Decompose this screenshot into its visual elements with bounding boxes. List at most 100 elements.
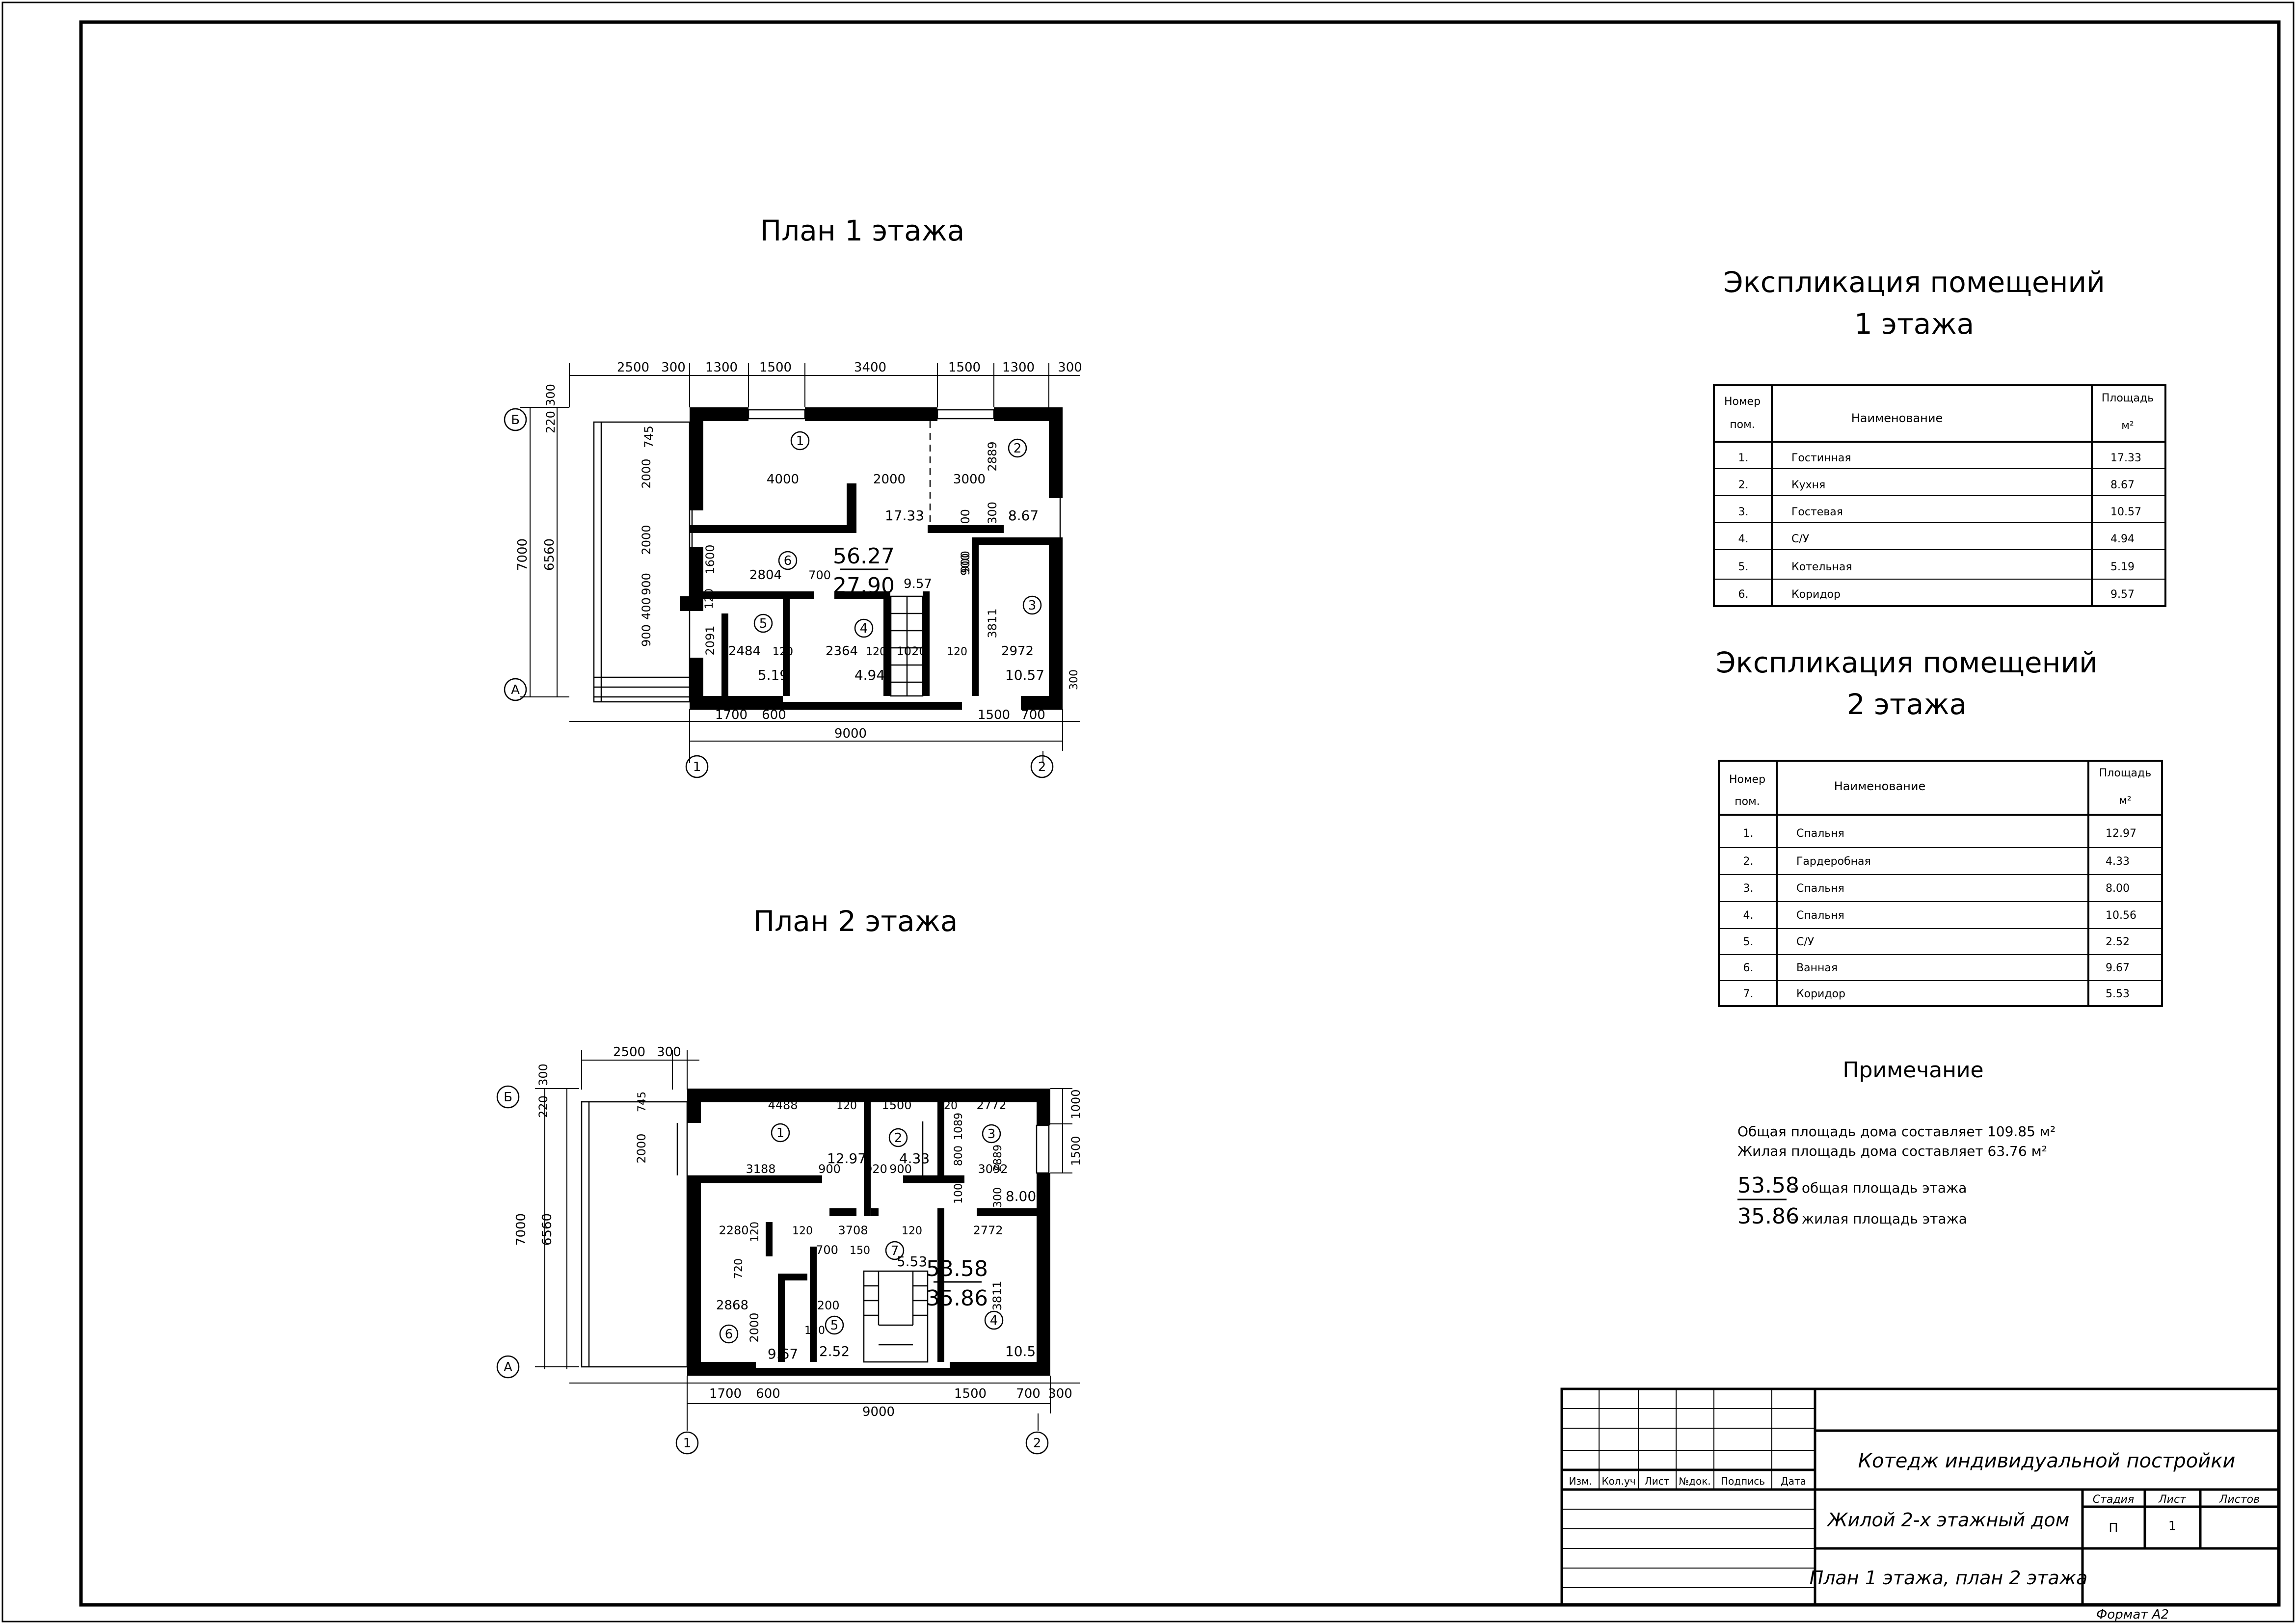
plan-1-inner-dim-10: 2804 <box>749 568 782 583</box>
plan-2-thin-lines <box>581 1101 1050 1368</box>
plan-1-inner-dim-1: 4000 <box>767 472 799 487</box>
plan-1-total-width: 9000 <box>834 726 867 741</box>
plan-1-dim-bottom-1: 600 <box>762 708 786 722</box>
plan-2-inner-dim-13: 3092 <box>978 1162 1008 1176</box>
plan-1-living-area: 27.90 <box>833 573 895 598</box>
plan-1-area-room-2: 8.67 <box>1008 507 1039 524</box>
plan-2-inner-dim-23: 700 <box>816 1243 838 1257</box>
plan-2-room-number-3: 3 <box>988 1127 996 1142</box>
expl-2-row-name: Спальня <box>1796 882 1844 895</box>
expl-2-title-line-2: 2 этажа <box>1847 688 1967 721</box>
plan-1-dim-bottom-0: 1700 <box>715 708 748 722</box>
plan-2-axis-markers <box>496 1085 1049 1455</box>
stamp-stage-value: П <box>2109 1521 2118 1536</box>
plan-1-dim-left-8: 900 <box>640 624 653 647</box>
plan-2-axis-col-1: 1 <box>683 1436 692 1451</box>
plan-2-inner-dim-24: 150 <box>850 1245 870 1257</box>
expl-1-row-name: С/У <box>1791 533 1810 545</box>
plan-1-room-number-2: 2 <box>1014 441 1022 456</box>
plan-1-axis-row-a: А <box>511 683 520 697</box>
plan-2-area-room-5: 2.52 <box>819 1343 850 1359</box>
plan-1-area-room-3: 10.57 <box>1005 667 1044 683</box>
plan-1-axis-markers <box>504 408 1054 778</box>
stamp-col-ndok: №док. <box>1679 1475 1710 1487</box>
expl-1-row-number: 1. <box>1738 452 1749 464</box>
plan-2-total-width: 9000 <box>862 1405 895 1419</box>
plan-1-inner-dim-20: 120 <box>947 646 967 658</box>
stamp-sheets-label: Листов <box>2219 1493 2260 1506</box>
plan-2-inner-dim-0: 745 <box>636 1092 648 1112</box>
plan-2-inner-dim-3: 1500 <box>881 1098 911 1112</box>
plan-2-dim-bottom-3: 700 <box>1016 1386 1041 1401</box>
plan-1-area-room-6: 9.57 <box>904 577 932 591</box>
plan-2-inner-dim-17: 120 <box>749 1222 761 1242</box>
plan-1-dim-top-2: 1300 <box>705 360 738 375</box>
expl-2-row-number: 7. <box>1743 988 1754 1000</box>
plan-1-inner-dim-16: 120 <box>773 646 793 658</box>
expl-2-row-number: 4. <box>1743 909 1754 922</box>
plan-2-inner-dim-9: 900 <box>889 1162 912 1176</box>
expl-2-rows: 1. Спальня 12.97 2. Гардеробная 4.33 3. … <box>1743 827 2136 1000</box>
plan-2-area-room-2: 4.33 <box>899 1150 930 1167</box>
stamp-col-podpis: Подпись <box>1721 1475 1765 1487</box>
stamp-col-data: Дата <box>1781 1475 1806 1487</box>
plan-2-inner-dim-22: 720 <box>733 1258 745 1279</box>
expl-1-row-area: 8.67 <box>2110 479 2135 491</box>
plan-1-room-number-3: 3 <box>1028 598 1037 613</box>
plan-1-dim-left-6: 900 <box>640 573 653 595</box>
stamp-col-koluch: Кол.уч <box>1602 1475 1635 1487</box>
plan-2-inner-dim-10: 1089 <box>953 1113 965 1140</box>
plan-2-area-room-3: 8.00 <box>1006 1188 1036 1204</box>
sheet-frame <box>79 20 2281 1607</box>
plan-2-inner-dim-7: 900 <box>818 1162 841 1176</box>
plan-2-dim-top-0: 2500 <box>613 1045 645 1060</box>
plan-2-room-number-7: 7 <box>891 1244 899 1258</box>
plan-2-inner-dim-25: 1200 <box>809 1299 839 1312</box>
plan-2-room-number-1: 1 <box>776 1126 785 1141</box>
expl-2-header-name: Наименование <box>1834 779 1926 793</box>
expl-1-rows: 1. Гостинная 17.33 2. Кухня 8.67 3. Гост… <box>1738 452 2141 601</box>
expl-2-row-area: 10.56 <box>2106 909 2136 922</box>
plan-1-dim-left-0: 300 <box>544 384 558 406</box>
expl-1-header-name: Наименование <box>1851 411 1943 425</box>
plan-1-inner-dim-7: 1600 <box>703 544 717 574</box>
expl-2-row-area: 5.53 <box>2106 988 2130 1000</box>
expl-2-row-name: Коридор <box>1796 988 1845 1000</box>
expl-2-row-number: 6. <box>1743 962 1754 974</box>
expl-2-row-name: Ванная <box>1796 962 1838 974</box>
plan-1-inner-dim-12: 900 <box>959 553 972 576</box>
expl-1-row-area: 4.94 <box>2110 533 2135 545</box>
expl-2-row-area: 4.33 <box>2106 855 2130 868</box>
plan-2-inner-dim-20: 120 <box>902 1225 922 1237</box>
plan-2-dim-left-3: 6560 <box>540 1213 555 1246</box>
expl-2-row-number: 3. <box>1743 882 1754 895</box>
plan-2-inner-dim-12: 1000 <box>953 1176 965 1204</box>
plan-1-area-room-5: 5.19 <box>758 667 788 683</box>
expl-2-row-name: С/У <box>1796 936 1815 948</box>
plan-1-dim-bottom-3: 700 <box>1021 708 1045 722</box>
plan-2-dim-left-1: 220 <box>536 1095 550 1118</box>
expl-1-row-name: Гостевая <box>1791 506 1843 518</box>
plan-2-total-area: 53.58 <box>926 1256 988 1281</box>
plan-1-room-number-6: 6 <box>784 554 792 568</box>
expl-1-header-area-unit: м² <box>2121 420 2134 432</box>
plan-2-area-room-1: 12.97 <box>827 1150 866 1167</box>
plan-2-inner-dim-2: 120 <box>836 1100 857 1112</box>
expl-1-row-name: Гостинная <box>1791 452 1851 464</box>
plan-2-floor: План 2 этажа <box>496 905 1083 1455</box>
expl-1-row-number: 3. <box>1738 506 1749 518</box>
stamp-sheet-value: 1 <box>2168 1519 2177 1534</box>
plan-1-thin-lines <box>593 409 1061 703</box>
plan-1-room-number-5: 5 <box>759 616 768 631</box>
note-legend-total-text: – общая площадь этажа <box>1790 1180 1967 1196</box>
note-legend-living-value: 35.86 <box>1737 1204 1799 1229</box>
plan-1-dim-top-3: 1500 <box>759 360 792 375</box>
plan-1-inner-dim-11: 700 <box>808 568 831 582</box>
stamp-project-name: Котедж индивидуальной постройки <box>1858 1450 2236 1472</box>
plan-1-dim-left-5: 2000 <box>640 525 653 555</box>
expl-2-row-area: 12.97 <box>2106 827 2136 840</box>
expl-2-row-area: 9.67 <box>2106 962 2130 974</box>
expl-1-title-line-2: 1 этажа <box>1854 307 1974 341</box>
plan-1-inner-dim-2: 2000 <box>873 472 906 487</box>
plan-2-inner-dim-27: 2000 <box>748 1312 761 1342</box>
